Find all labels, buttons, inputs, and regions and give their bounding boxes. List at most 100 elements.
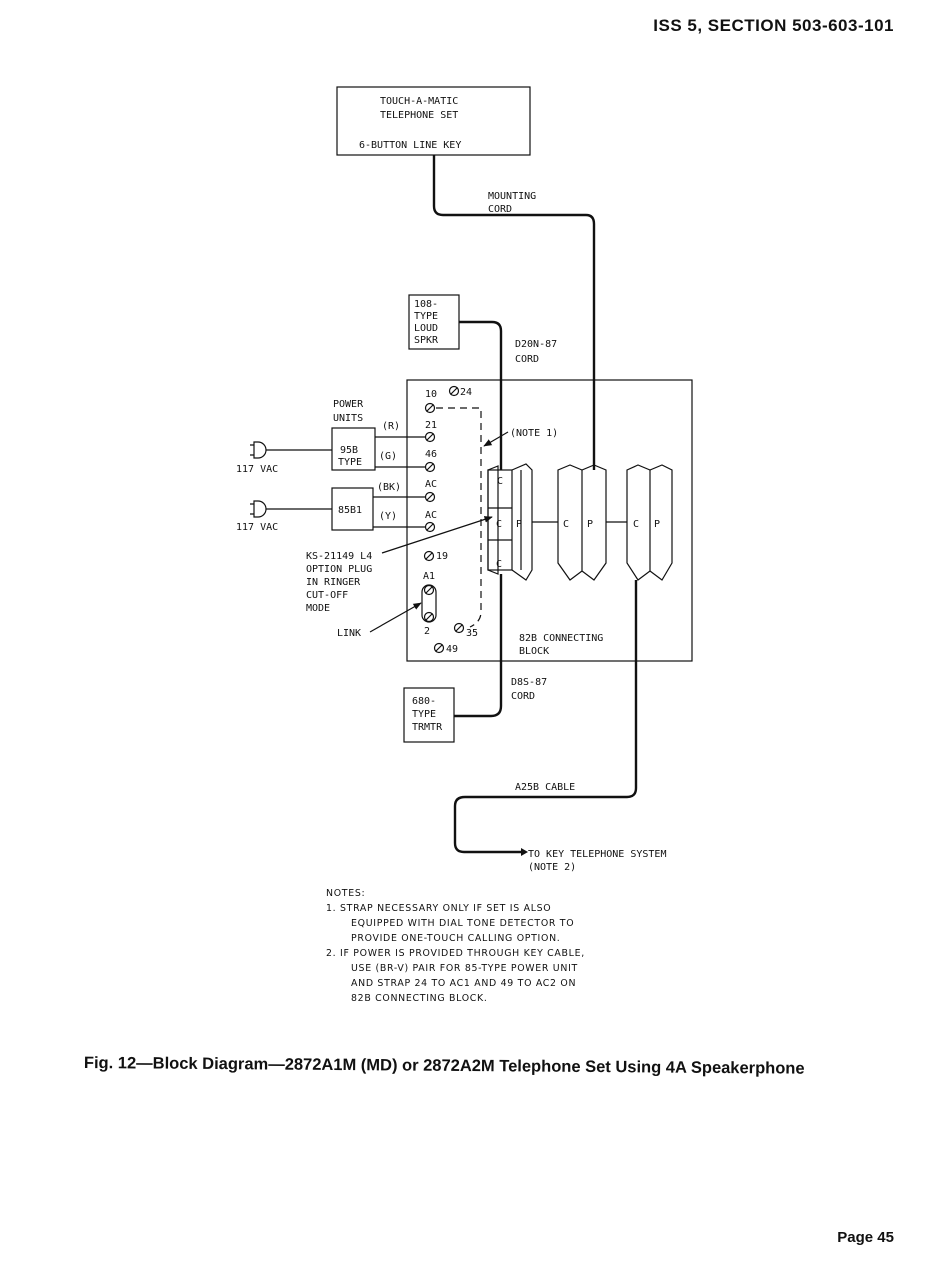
screw-35-terminal [453, 622, 465, 634]
note-2-line-3: AND STRAP 24 TO AC1 AND 49 TO AC2 ON [351, 978, 577, 989]
transmitter-box: 680- TYPE TRMTR [403, 687, 455, 743]
terminal-screws [423, 385, 465, 654]
terminal-2-label: 2 [424, 626, 430, 637]
terminal-10-label: 10 [425, 389, 437, 400]
block-label-2: BLOCK [519, 646, 549, 657]
terminal-24-label: 24 [460, 387, 472, 398]
screw-2-terminal [423, 611, 435, 623]
optional-strap-dashed [436, 407, 482, 628]
set-label-line3: 6-BUTTON LINE KEY [359, 140, 461, 151]
notes-section: NOTES: 1. STRAP NECESSARY ONLY IF SET IS… [326, 886, 585, 1006]
note-2-line-2: USE (BR-V) PAIR FOR 85-TYPE POWER UNIT [351, 963, 578, 974]
wire-r-label: (R) [382, 421, 400, 432]
d20n-cord-label-2: CORD [515, 354, 539, 365]
wire-g-label: (G) [379, 451, 397, 462]
connector3-p: P [654, 519, 660, 530]
cable-label: A25B CABLE [515, 782, 575, 793]
power-units-label-1: POWER [333, 399, 364, 410]
note1-pointer [483, 431, 509, 447]
connector1-c-bottom: C [496, 559, 502, 570]
unit-95b-label-1: 95B [340, 445, 358, 456]
note-1-line-2: EQUIPPED WITH DIAL TONE DETECTOR TO [351, 918, 575, 929]
terminal-46-label: 46 [425, 449, 437, 460]
page-number: Page 45 [837, 1229, 894, 1246]
wire-y-label: (Y) [379, 511, 397, 522]
notes-title: NOTES: [326, 888, 366, 899]
d20n-cord-label-1: D20N-87 [515, 339, 557, 350]
speaker-label-3: LOUD [414, 323, 438, 334]
key-system-label-2: (NOTE 2) [528, 862, 576, 873]
connecting-block-outline [406, 379, 693, 662]
screw-24-terminal [448, 385, 460, 397]
connector-position-2: C P [557, 464, 607, 581]
connector1-p-mid: P [516, 519, 522, 530]
option-plug-label-4: CUT-OFF [306, 590, 348, 601]
d20n-cord-wire [459, 320, 503, 470]
power-unit-95b-box: 95B TYPE [331, 427, 376, 471]
d8s-cord-label-2: CORD [511, 691, 535, 702]
d8s-cord-wire [454, 574, 503, 718]
option-plug-label-1: KS-21149 L4 [306, 551, 372, 562]
transmitter-label-1: 680- [412, 696, 436, 707]
option-plug-label-3: IN RINGER [306, 577, 361, 588]
telephone-set-box: TOUCH-A-MATIC TELEPHONE SET 6-BUTTON LIN… [336, 86, 531, 156]
terminal-ac1-label: AC [425, 479, 437, 490]
terminal-35-label: 35 [466, 628, 478, 639]
set-label-line2: TELEPHONE SET [380, 110, 458, 121]
note1-label: (NOTE 1) [510, 428, 558, 439]
vac-label-2: 117 VAC [236, 522, 278, 533]
connector2-p: P [587, 519, 593, 530]
terminal-ac2-label: AC [425, 510, 437, 521]
section-header: ISS 5, SECTION 503-603-101 [653, 16, 894, 35]
transmitter-label-2: TYPE [412, 709, 436, 720]
terminal-21-label: 21 [425, 420, 437, 431]
note-2-line-1: 2. IF POWER IS PROVIDED THROUGH KEY CABL… [326, 948, 585, 959]
power-units-label-2: UNITS [333, 413, 363, 424]
note-2-line-4: 82B CONNECTING BLOCK. [351, 993, 488, 1004]
option-plug-label-5: MODE [306, 603, 330, 614]
key-system-label-1: TO KEY TELEPHONE SYSTEM [528, 849, 666, 860]
terminal-a1-label: A1 [423, 571, 435, 582]
link-label: LINK [337, 628, 361, 639]
unit-85b1-label: 85B1 [338, 505, 362, 516]
unit-95b-label-2: TYPE [338, 457, 362, 468]
connector-position-3: C P [626, 464, 673, 581]
mounting-cord-label-1: MOUNTING [488, 191, 536, 202]
speaker-label-1: 108- [414, 299, 438, 310]
connector2-c: C [563, 519, 569, 530]
screw-49-terminal [433, 642, 445, 654]
screw-19-terminal [423, 550, 435, 562]
transmitter-label-3: TRMTR [412, 722, 443, 733]
screw-ac2-terminal [424, 521, 436, 533]
block-label-1: 82B CONNECTING [519, 633, 603, 644]
connector3-c: C [633, 519, 639, 530]
set-label-line1: TOUCH-A-MATIC [380, 96, 458, 107]
connector1-c-top: C [497, 476, 503, 487]
cable-arrowhead [521, 848, 528, 856]
link-pointer [369, 602, 422, 633]
terminal-19-label: 19 [436, 551, 448, 562]
connector-position-1: C C P C [487, 463, 533, 581]
mounting-cord-wire [432, 155, 596, 470]
loudspeaker-box: 108- TYPE LOUD SPKR [408, 294, 460, 350]
option-plug-pointer [381, 516, 493, 554]
link-strap [421, 584, 437, 623]
terminal-49-label: 49 [446, 644, 458, 655]
screw-10-terminal [424, 402, 436, 414]
screw-ac1-terminal [424, 491, 436, 503]
connector1-c-mid: C [496, 519, 502, 530]
screw-46-terminal [424, 461, 436, 473]
note-1-line-1: 1. STRAP NECESSARY ONLY IF SET IS ALSO [326, 903, 552, 914]
speaker-label-2: TYPE [414, 311, 438, 322]
d8s-cord-label-1: D8S-87 [511, 677, 547, 688]
screw-21-terminal [424, 431, 436, 443]
a25b-cable-wire [453, 580, 638, 854]
wire-bk-label: (BK) [377, 482, 401, 493]
power-unit-85b1-box: 85B1 [331, 487, 374, 531]
screw-a1-terminal [423, 584, 435, 596]
speaker-label-4: SPKR [414, 335, 439, 346]
mounting-cord-label-2: CORD [488, 204, 512, 215]
ac-plug-icon [250, 441, 332, 459]
